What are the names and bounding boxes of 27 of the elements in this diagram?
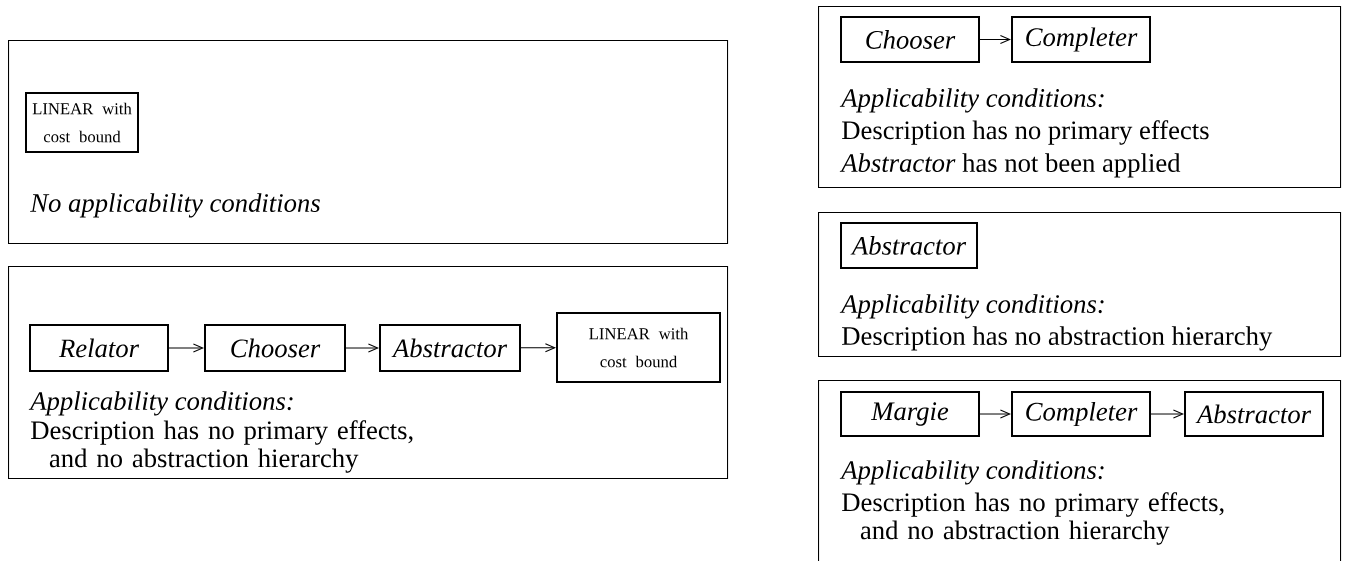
condition-text: Description has no primary effects, and no abstraction hierarchy bbox=[31, 420, 413, 473]
condition-heading: No applicability conditions bbox=[30, 193, 320, 218]
component-box: Chooser bbox=[840, 16, 980, 63]
condition-heading: Applicability conditions: bbox=[839, 294, 1104, 319]
condition-text: Description has no primary effects bbox=[842, 120, 1209, 145]
arrow bbox=[1150, 409, 1184, 419]
component-box: Chooser bbox=[204, 324, 346, 372]
arrow bbox=[345, 343, 379, 353]
arrow bbox=[979, 35, 1011, 44]
component-box: Abstractor bbox=[379, 324, 521, 372]
condition-text: Description has no primary effects, and no abstraction hierarchy bbox=[842, 492, 1224, 545]
component-box: Completer bbox=[1011, 16, 1151, 63]
condition-heading: Applicability conditions: bbox=[28, 391, 293, 416]
component-box: Relator bbox=[29, 324, 169, 372]
condition-heading: Applicability conditions: bbox=[839, 460, 1104, 485]
component-box: Margie bbox=[840, 391, 980, 437]
arrow bbox=[168, 343, 204, 353]
condition-text: Description has no abstraction hierarchy bbox=[842, 326, 1273, 351]
component-box: Abstractor bbox=[1184, 391, 1324, 437]
condition-heading: Applicability conditions: bbox=[839, 88, 1104, 113]
component-box: Abstractor bbox=[840, 222, 978, 269]
component-box: LINEAR with cost bound bbox=[556, 312, 721, 383]
arrow bbox=[520, 343, 556, 353]
component-box: LINEAR with cost bound bbox=[25, 92, 139, 153]
condition-text: Abstractor has not been applied bbox=[839, 153, 1181, 178]
arrow bbox=[979, 409, 1011, 419]
component-box: Completer bbox=[1011, 391, 1151, 437]
